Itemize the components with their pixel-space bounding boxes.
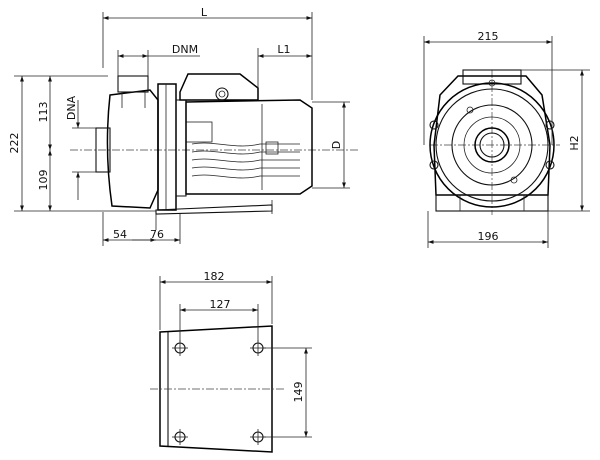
dim-base-right: 76 (150, 228, 164, 241)
mounting-hole (172, 429, 188, 445)
front-view: 215 H2 196 (423, 30, 590, 248)
base-plate: 182 127 149 (150, 270, 312, 453)
dim-front-width-bottom: 196 (478, 230, 499, 243)
mounting-hole (172, 340, 188, 356)
dim-overall-length: L (201, 6, 208, 19)
mounting-hole (250, 429, 266, 445)
dim-base-left: 54 (113, 228, 127, 241)
dim-motor-diameter: D (330, 141, 343, 149)
dim-upper-height: 113 (37, 102, 50, 123)
side-view: L DNM L1 222 113 109 DNA D (8, 6, 360, 246)
dim-motor-offset: L1 (277, 43, 290, 56)
dim-front-height: H2 (568, 135, 581, 150)
mounting-hole (250, 340, 266, 356)
dim-hole-spacing-x: 127 (210, 298, 231, 311)
dim-lower-height: 109 (37, 170, 50, 191)
dim-total-height: 222 (8, 133, 21, 154)
dim-front-width-top: 215 (478, 30, 499, 43)
dim-plate-width: 182 (204, 270, 225, 283)
dim-hole-spacing-y: 149 (292, 382, 305, 403)
dim-inlet-flange: DNA (65, 95, 78, 120)
dim-outlet-flange: DNM (172, 43, 198, 56)
